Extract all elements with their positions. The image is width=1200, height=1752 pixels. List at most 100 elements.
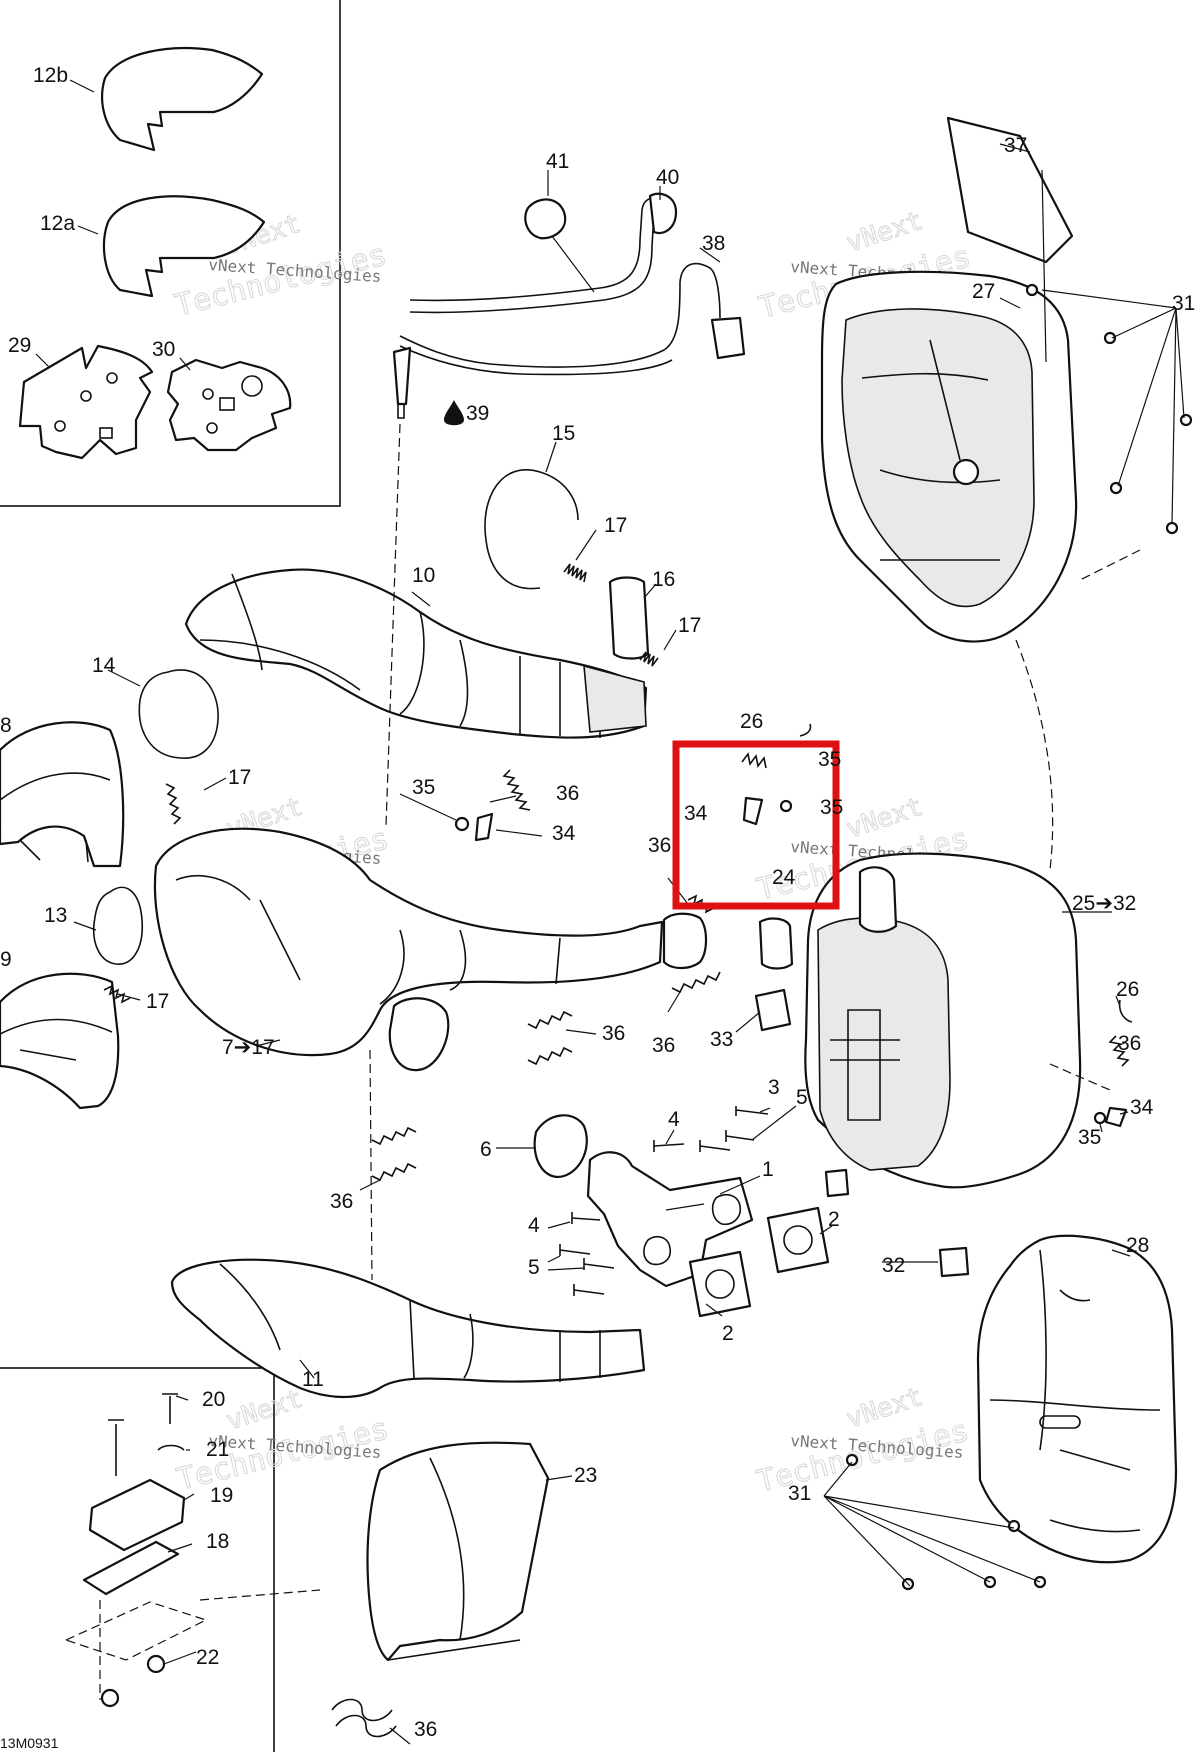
part-label-36: 36 — [330, 1190, 353, 1213]
part-label-19: 19 — [210, 1484, 233, 1507]
gasket-port — [705, 1269, 735, 1299]
part-16-clamp-ring — [608, 576, 650, 660]
part-label-3: 3 — [768, 1076, 780, 1099]
part-label-18: 18 — [206, 1530, 229, 1553]
leader-line — [819, 1225, 833, 1235]
part-31-fastener — [1179, 413, 1193, 427]
part-38-connector — [710, 316, 746, 360]
leader-line — [77, 225, 99, 235]
part-28-shield-slot — [1039, 1415, 1081, 1429]
inset-box-top-left — [0, 0, 341, 507]
leader-line — [411, 591, 431, 607]
leader-line — [665, 1203, 705, 1211]
part-36-spring — [502, 769, 531, 811]
leader-line — [643, 583, 657, 599]
part-33-connector — [754, 988, 792, 1032]
part-22-plate-outline — [64, 1601, 208, 1661]
leader-line — [389, 1727, 411, 1745]
assembly-line — [385, 423, 401, 827]
gasket-hole — [206, 422, 218, 434]
part-36-spring — [671, 971, 721, 994]
part-34-bracket — [1104, 1106, 1128, 1128]
leader-line — [73, 921, 97, 931]
part-17-spring — [165, 783, 182, 825]
part-label-36: 36 — [652, 1034, 675, 1057]
part-25-muffler-bracket — [830, 1009, 900, 1121]
part-36-spring — [331, 1698, 397, 1738]
part-41-hose-clamp — [524, 198, 567, 240]
part-label-7: 7➔17 — [222, 1036, 275, 1059]
part-12a-heat-shield — [102, 195, 266, 298]
part-label-24: 24 — [772, 866, 796, 889]
leader-line — [1119, 1111, 1129, 1115]
leader-line — [551, 235, 595, 293]
part-label-17: 17 — [604, 514, 627, 537]
part-label-12a: 12a — [40, 212, 75, 235]
part-36-spring — [527, 1046, 573, 1066]
part-22-nut — [100, 1688, 120, 1708]
part-label-13: 13 — [44, 904, 67, 927]
part-37-heat-plate — [946, 116, 1074, 264]
part-label-group: 12b 12a 29 30 41 40 38 39 37 27 31 15 17… — [0, 64, 1195, 1751]
part-32-rubber-mount — [938, 1246, 970, 1278]
part-18-bracket-plate — [82, 1540, 180, 1596]
leader-line — [823, 1461, 1041, 1587]
assembly-line — [1015, 639, 1054, 871]
part-5-bolt — [725, 1130, 755, 1142]
part-36-spring — [371, 1162, 417, 1182]
part-label-36: 36 — [602, 1022, 625, 1045]
assembly-line — [1079, 549, 1141, 581]
gasket-hole — [241, 375, 263, 397]
leader-line — [751, 1105, 797, 1141]
leader-line — [175, 1395, 189, 1401]
part-label-14: 14 — [92, 654, 116, 677]
leader-line — [547, 1221, 571, 1229]
part-label-34: 34 — [684, 802, 708, 825]
bolt-group — [559, 1106, 769, 1296]
leader-line — [1041, 289, 1185, 525]
part-31-fastener — [1165, 521, 1179, 535]
part-label-32: 32 — [882, 1254, 905, 1277]
part-24-sleeve — [758, 917, 794, 970]
leader-line — [665, 1129, 675, 1145]
part-1-manifold — [586, 1151, 754, 1288]
part-6-gasket-ring — [533, 1114, 588, 1179]
leader-line — [495, 829, 543, 837]
leader-line — [69, 79, 95, 93]
part-2-gasket — [688, 1250, 752, 1318]
leader-line — [565, 1029, 597, 1035]
part-36-spring — [371, 1126, 417, 1146]
part-label-31-top: 31 — [1172, 292, 1195, 315]
leader-line — [547, 1255, 585, 1271]
part-28-shield-contour — [989, 1249, 1161, 1533]
leader-line — [399, 793, 457, 821]
part-3-bolt — [735, 1106, 769, 1116]
watermark-primary: vNext — [843, 206, 927, 259]
part-23-shield-contour — [387, 1457, 521, 1661]
part-31-fastener — [1025, 283, 1039, 297]
part-label-25: 25➔32 — [1072, 892, 1136, 915]
gasket-hole — [106, 372, 118, 384]
part-7-middle-pipe — [153, 827, 664, 1057]
part-7-pipe-contour — [175, 874, 561, 1005]
figure-code: 13M0931 — [0, 1735, 59, 1751]
part-label-36: 36 — [414, 1718, 437, 1741]
gasket-hole — [80, 390, 92, 402]
part-28-heat-shield — [976, 1234, 1178, 1564]
leader-line — [167, 1543, 193, 1553]
part-31-fastener — [1103, 331, 1117, 345]
part-5-bolt — [559, 1244, 591, 1256]
part-27-cover-ridge — [861, 339, 1001, 561]
part-35-nut — [1093, 1111, 1107, 1125]
part-26-spring-hook — [799, 723, 812, 737]
leader-line — [735, 1011, 761, 1033]
part-label-22: 22 — [196, 1646, 219, 1669]
part-25-muffler-inlet — [858, 866, 898, 933]
leader-line — [255, 1039, 281, 1047]
part-10-pipe-contour — [199, 573, 601, 738]
assembly-line — [199, 1589, 321, 1601]
part-5-bolt — [583, 1258, 615, 1270]
part-label-28: 28 — [1126, 1234, 1149, 1257]
part-label-4: 4 — [528, 1214, 540, 1237]
